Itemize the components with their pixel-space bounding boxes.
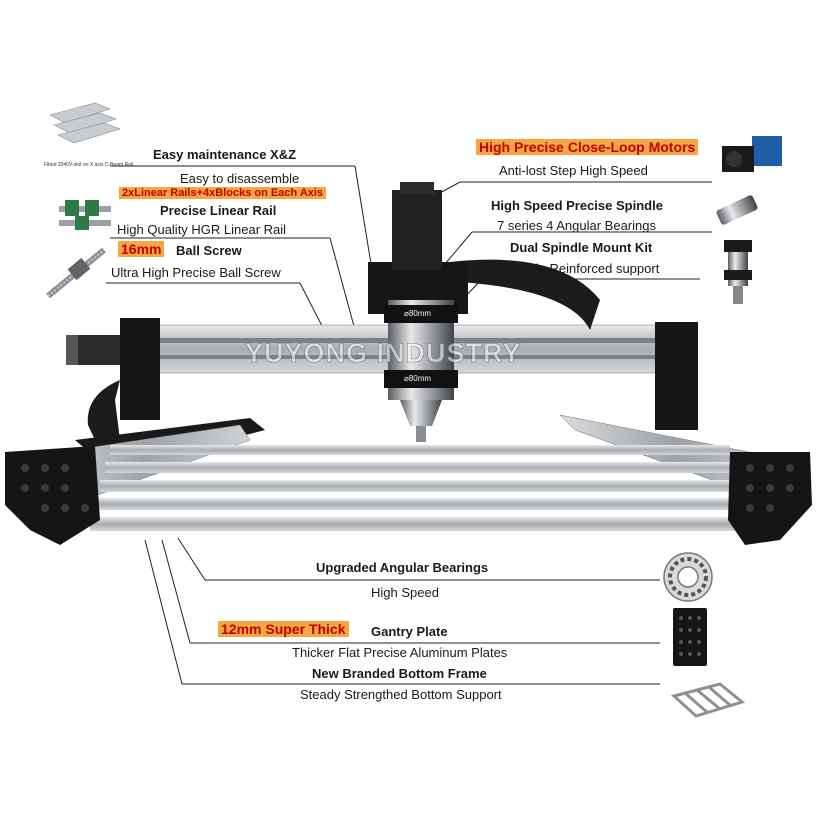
linear-rail-block-icon: [59, 200, 111, 230]
callout-desc-bottom-frame: Steady Strengthed Bottom Support: [300, 687, 502, 702]
callout-desc-high-speed: High Speed: [371, 585, 439, 600]
callout-title-linear-rail: Precise Linear Rail: [160, 203, 277, 218]
callout-tag-linear-rails: 2xLinear Rails+4xBlocks on Each Axis: [119, 187, 327, 199]
callout-desc-hgr-rail: High Quality HGR Linear Rail: [117, 222, 287, 237]
bearing-icon: [663, 552, 713, 602]
callout-title-spindle-mount: Dual Spindle Mount Kit: [510, 240, 653, 255]
callout-desc-spindle: 7 series 4 Angular Bearings: [497, 218, 656, 233]
callout-title-ball-screw: Ball Screw: [176, 243, 242, 258]
bed-crossbars: [90, 445, 750, 531]
callout-tag-close-loop-motors: High Precise Close-Loop Motors: [476, 139, 699, 155]
aluminum-rail-icon: [49, 102, 121, 144]
stepper-motor-icon: [722, 136, 782, 172]
gantry-plate-icon: [673, 608, 707, 666]
ball-screw-icon: [46, 247, 106, 299]
callout-desc-motors: Anti-lost Step High Speed: [499, 163, 648, 178]
callout-desc-gantry-plate: Thicker Flat Precise Aluminum Plates: [292, 645, 508, 660]
spindle-icon: [716, 195, 758, 225]
callout-tag-16mm: 16mm: [118, 241, 165, 257]
spindle-mount-icon: [724, 240, 752, 304]
rail-caption: Fitted 2040V-slot on X axis C-Beam Rail: [44, 162, 134, 168]
callout-title-easy-maintenance: Easy maintenance X&Z: [153, 147, 297, 162]
spindle-diameter-mark: ⌀80mm: [404, 309, 432, 318]
callout-tag-12mm-super-thick: 12mm Super Thick: [218, 621, 349, 637]
callout-desc-easy-disassemble: Easy to disassemble: [180, 171, 300, 186]
spindle-diameter-mark: ⌀80mm: [404, 374, 432, 383]
callout-title-gantry-plate: Gantry Plate: [371, 624, 448, 639]
callout-desc-ball-screw: Ultra High Precise Ball Screw: [111, 265, 281, 280]
watermark-text: YUYONG INDUSTRY: [245, 338, 522, 369]
bottom-frame-icon: [670, 682, 746, 718]
callout-title-angular-bearings: Upgraded Angular Bearings: [316, 560, 489, 575]
callout-title-spindle: High Speed Precise Spindle: [491, 198, 663, 213]
callout-desc-spindle-mount: Stable Reinforced support: [509, 261, 660, 276]
callout-title-bottom-frame: New Branded Bottom Frame: [312, 666, 487, 681]
